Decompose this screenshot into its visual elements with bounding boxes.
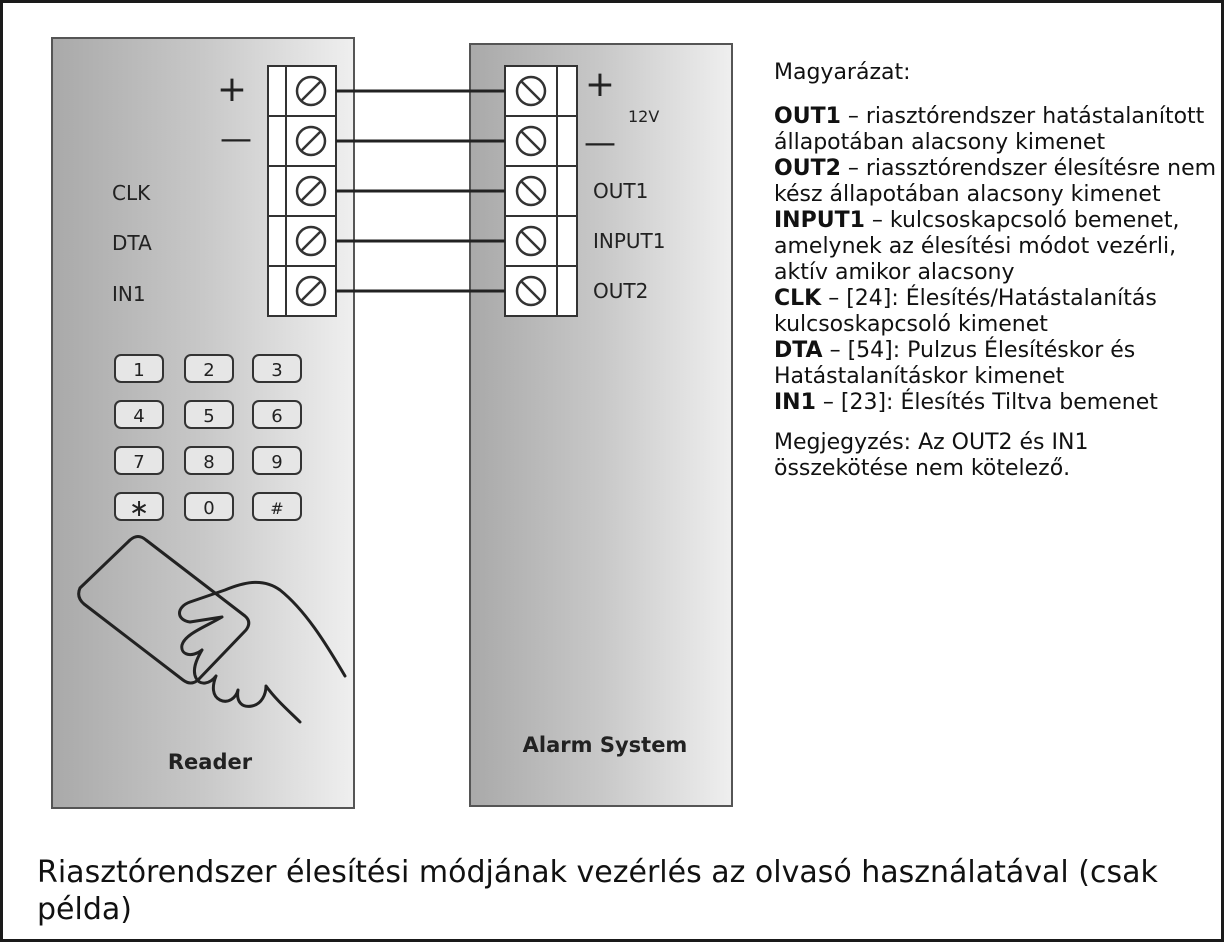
- svg-text:2: 2: [203, 360, 214, 381]
- reader-screw-5: [295, 275, 327, 307]
- keypad: 1 2 3 4 5 6 7 8 9 ∗ 0 #: [114, 354, 302, 522]
- legend-text: – [23]: Élesítés Tiltva bemenet: [815, 390, 1158, 415]
- legend-text: – [54]: Pulzus Élesítéskor és Hatástalan…: [774, 338, 1136, 389]
- alarm-label-out1: OUT1: [593, 179, 648, 203]
- reader-plus-symbol: +: [217, 69, 247, 110]
- reader-screw-3: [295, 175, 327, 207]
- key-9: 9: [252, 446, 302, 475]
- alarm-screw-4: [515, 225, 547, 257]
- reader-terminal-block: [267, 65, 337, 317]
- svg-text:7: 7: [133, 452, 144, 473]
- legend-term: INPUT1: [774, 208, 865, 233]
- reader-label-clk: CLK: [112, 181, 151, 205]
- alarm-label-out2: OUT2: [593, 279, 648, 303]
- legend-text: – kulcsoskapcsoló bemenet, amelynek az é…: [774, 208, 1180, 285]
- key-2: 2: [184, 354, 234, 383]
- legend-text: – riasztórendszer hatástalanított állapo…: [774, 104, 1205, 155]
- alarm-voltage-label: 12V: [628, 107, 659, 126]
- legend-entry-out1: OUT1 – riasztórendszer hatástalanított á…: [774, 104, 1219, 156]
- svg-text:5: 5: [203, 406, 214, 427]
- legend-text: – [24]: Élesítés/Hatástalanítás kulcsosk…: [774, 286, 1157, 337]
- legend: Magyarázat: OUT1 – riasztórendszer hatás…: [774, 60, 1219, 482]
- reader-label-dta: DTA: [112, 231, 152, 255]
- legend-entry-clk: CLK – [24]: Élesítés/Hatástalanítás kulc…: [774, 286, 1219, 338]
- card-hand-illustration: [77, 535, 347, 724]
- alarm-screw-2: [515, 125, 547, 157]
- legend-term: OUT2: [774, 156, 841, 181]
- legend-term: CLK: [774, 286, 822, 311]
- legend-entry-out2: OUT2 – riassztórendszer élesítésre nem k…: [774, 156, 1219, 208]
- alarm-plus-symbol: +: [585, 64, 615, 105]
- key-7: 7: [114, 446, 164, 475]
- key-1: 1: [114, 354, 164, 383]
- alarm-title: Alarm System: [523, 733, 688, 757]
- svg-text:1: 1: [133, 360, 144, 381]
- legend-term: IN1: [774, 390, 816, 415]
- alarm-minus-symbol: —: [584, 123, 616, 161]
- legend-entry-dta: DTA – [54]: Pulzus Élesítéskor és Hatást…: [774, 338, 1219, 390]
- svg-text:8: 8: [203, 452, 214, 473]
- alarm-screw-3: [515, 175, 547, 207]
- legend-term: DTA: [774, 338, 823, 363]
- key-4: 4: [114, 400, 164, 429]
- legend-term: OUT1: [774, 104, 841, 129]
- reader-screw-2: [295, 125, 327, 157]
- svg-text:4: 4: [133, 406, 144, 427]
- svg-text:3: 3: [271, 360, 282, 381]
- legend-note: Megjegyzés: Az OUT2 és IN1 összekötése n…: [774, 430, 1089, 481]
- legend-entry-in1: IN1 – [23]: Élesítés Tiltva bemenet: [774, 390, 1219, 416]
- key-8: 8: [184, 446, 234, 475]
- legend-entry-input1: INPUT1 – kulcsoskapcsoló bemenet, amelyn…: [774, 208, 1219, 286]
- alarm-screw-5: [515, 275, 547, 307]
- reader-label-in1: IN1: [112, 282, 146, 306]
- figure-caption: Riasztórendszer élesítési módjának vezér…: [37, 855, 1158, 927]
- reader-minus-symbol: —: [220, 119, 252, 157]
- card-icon: [77, 535, 251, 685]
- key-star: ∗: [114, 492, 164, 522]
- alarm-label-input1: INPUT1: [593, 229, 666, 253]
- key-3: 3: [252, 354, 302, 383]
- key-hash: #: [252, 492, 302, 521]
- legend-title: Magyarázat:: [774, 60, 911, 85]
- legend-text: – riassztórendszer élesítésre nem kész á…: [774, 156, 1217, 207]
- reader-screw-1: [295, 75, 327, 107]
- hand-icon: [178, 580, 347, 724]
- key-6: 6: [252, 400, 302, 429]
- reader-screw-4: [295, 225, 327, 257]
- svg-text:6: 6: [271, 406, 282, 427]
- svg-text:∗: ∗: [129, 494, 149, 522]
- wires: [336, 89, 505, 293]
- svg-text:#: #: [270, 499, 283, 518]
- reader-title: Reader: [168, 750, 253, 774]
- key-5: 5: [184, 400, 234, 429]
- svg-text:0: 0: [203, 498, 214, 519]
- alarm-screw-1: [515, 75, 547, 107]
- svg-text:9: 9: [271, 452, 282, 473]
- key-0: 0: [184, 492, 234, 521]
- alarm-terminal-block: [504, 65, 578, 317]
